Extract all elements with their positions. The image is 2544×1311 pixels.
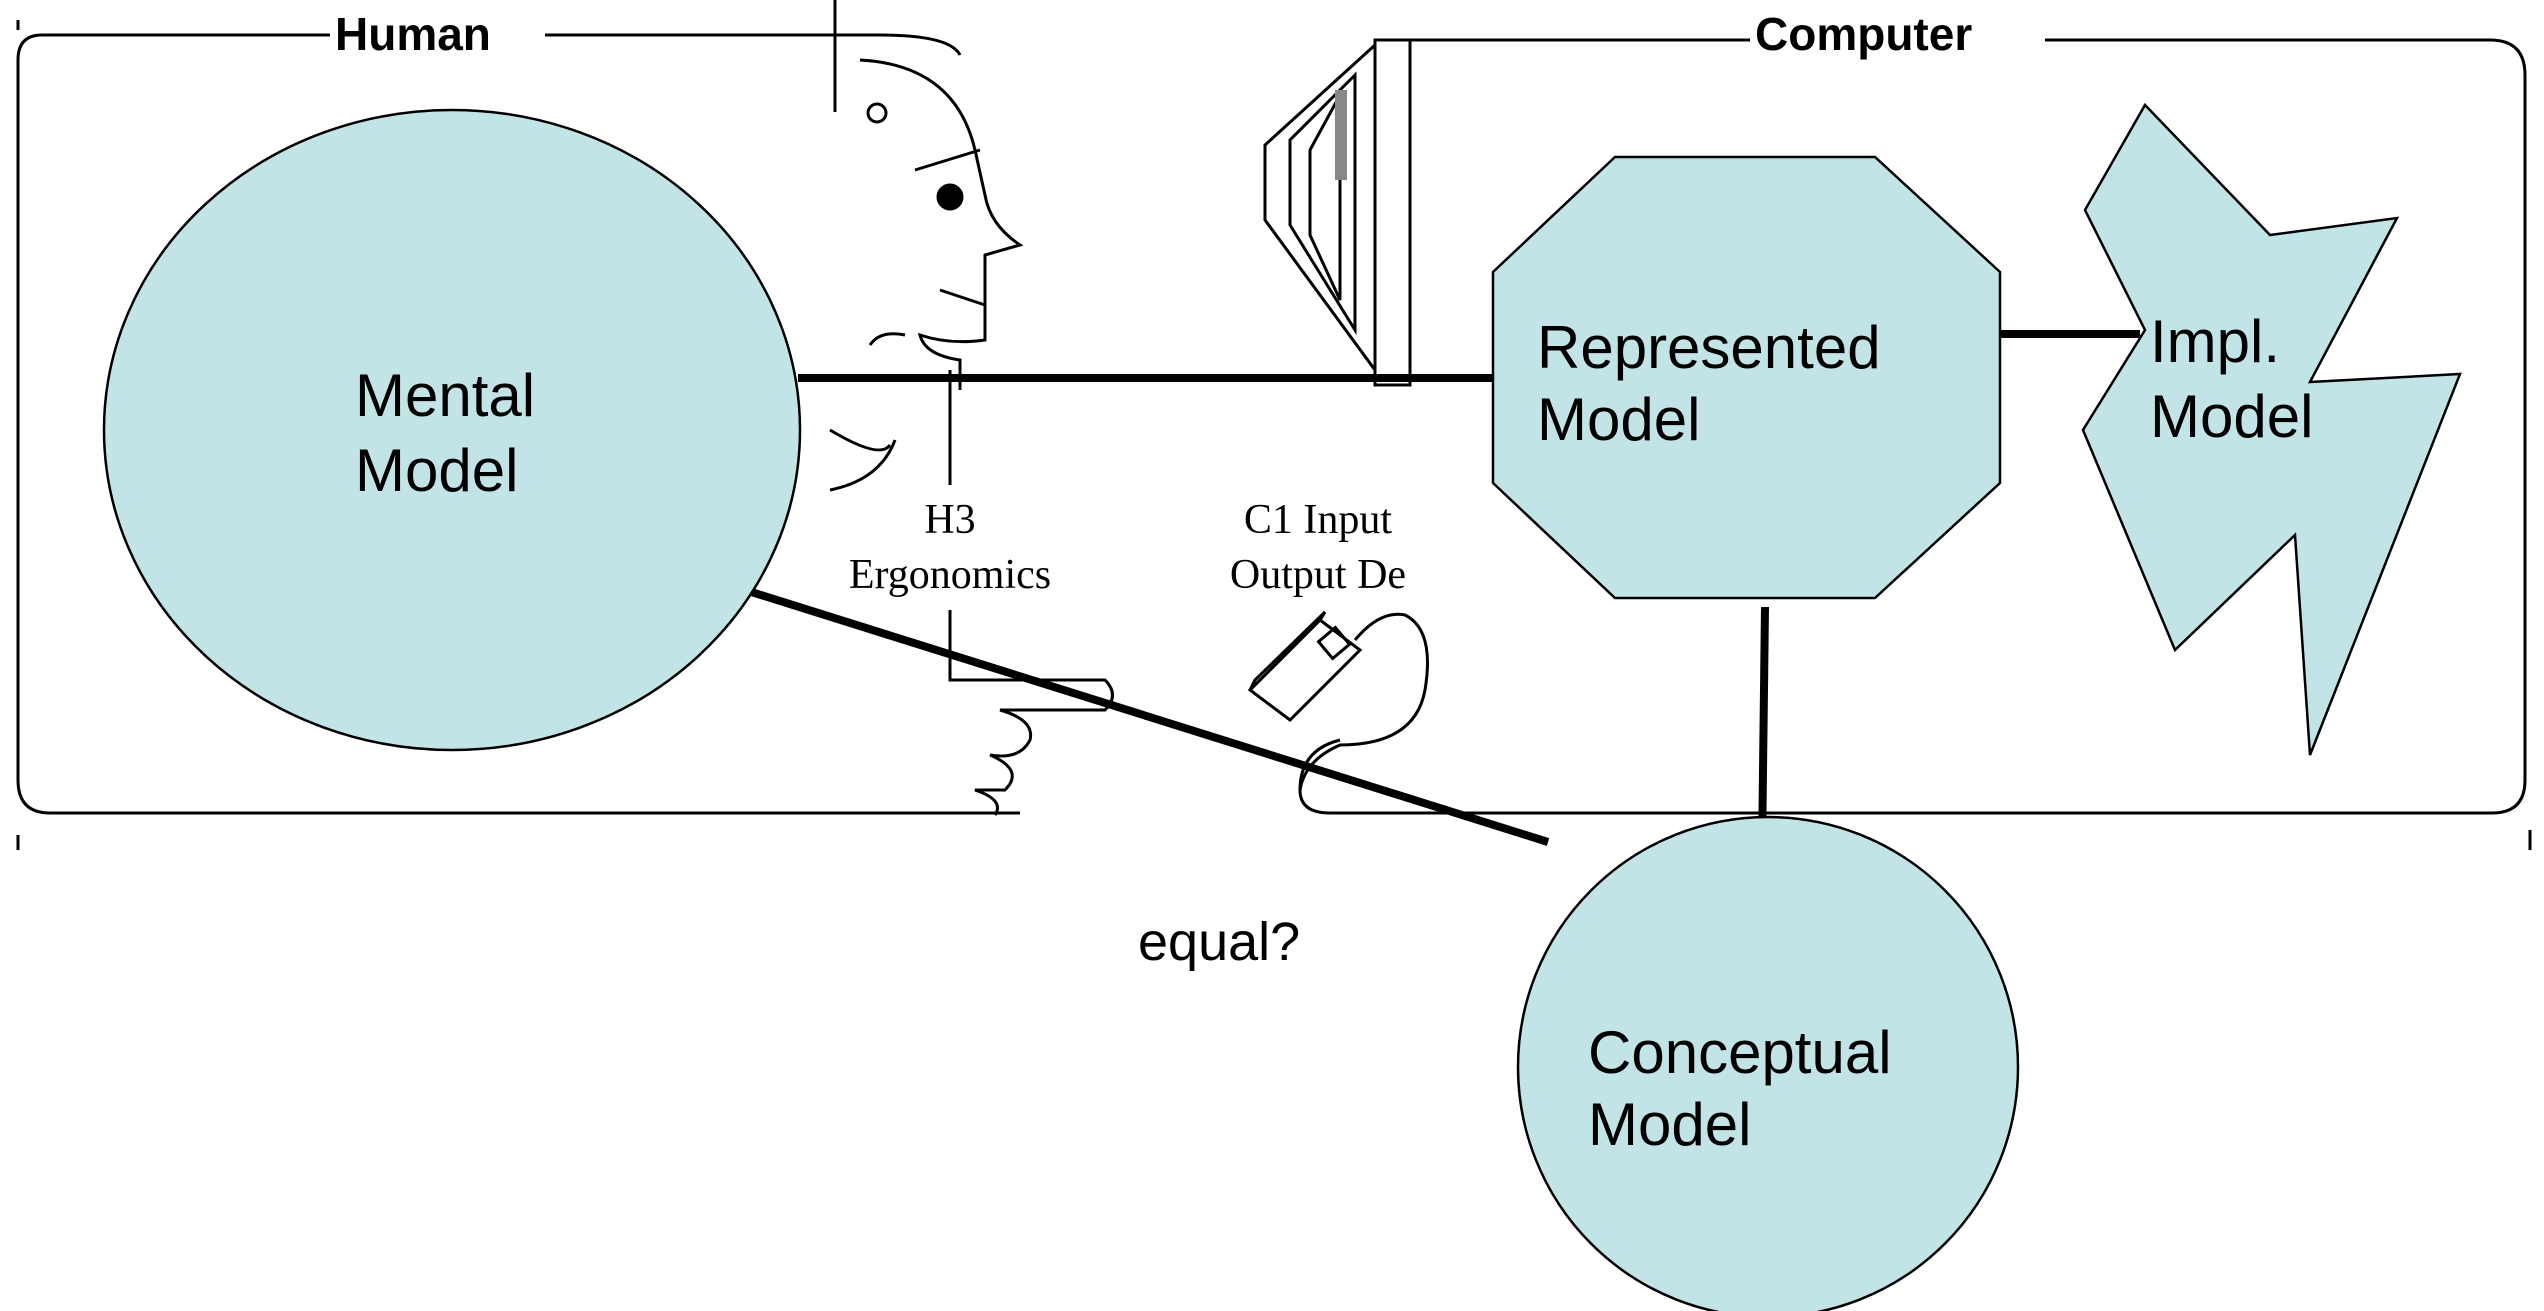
- equal-question-label: equal?: [1138, 912, 1300, 972]
- represented-model-label-line2: Model: [1537, 386, 1700, 453]
- output-device-label: Output De: [1230, 552, 1406, 598]
- impl-model-label-line2: Model: [2150, 383, 2313, 450]
- mental-model-label-line2: Model: [355, 437, 518, 504]
- computer-frame-title: Computer: [1755, 8, 1972, 60]
- connectors: [743, 330, 2140, 853]
- mental-model-shape: [102, 108, 802, 752]
- human-frame: [16, 20, 1020, 850]
- mouse-icon: [1247, 610, 1429, 791]
- impl-model-label-line1: Impl.: [2150, 308, 2280, 375]
- conceptual-model-label-line1: Conceptual: [1588, 1019, 1892, 1086]
- represented-model-label-line1: Represented: [1537, 314, 1881, 381]
- conceptual-model-label-line2: Model: [1588, 1091, 1751, 1158]
- human-frame-title: Human: [335, 8, 491, 60]
- represented-model-shape: [1491, 155, 2002, 600]
- ergonomics-label: Ergonomics: [849, 552, 1051, 598]
- mental-model-label-line1: Mental: [355, 362, 535, 429]
- impl-model-shape: [2081, 102, 2462, 756]
- c1-input-label: C1 Input: [1244, 497, 1393, 543]
- h3-label: H3: [924, 497, 975, 543]
- monitor-icon: [1263, 38, 1412, 387]
- head-profile-icon: [829, 0, 1024, 492]
- conceptual-model-shape: [1516, 815, 2020, 1311]
- hand-icon: [948, 610, 1114, 816]
- represented-to-conceptual-line: [1758, 606, 1769, 853]
- mental-to-conceptual-line: [743, 586, 1550, 846]
